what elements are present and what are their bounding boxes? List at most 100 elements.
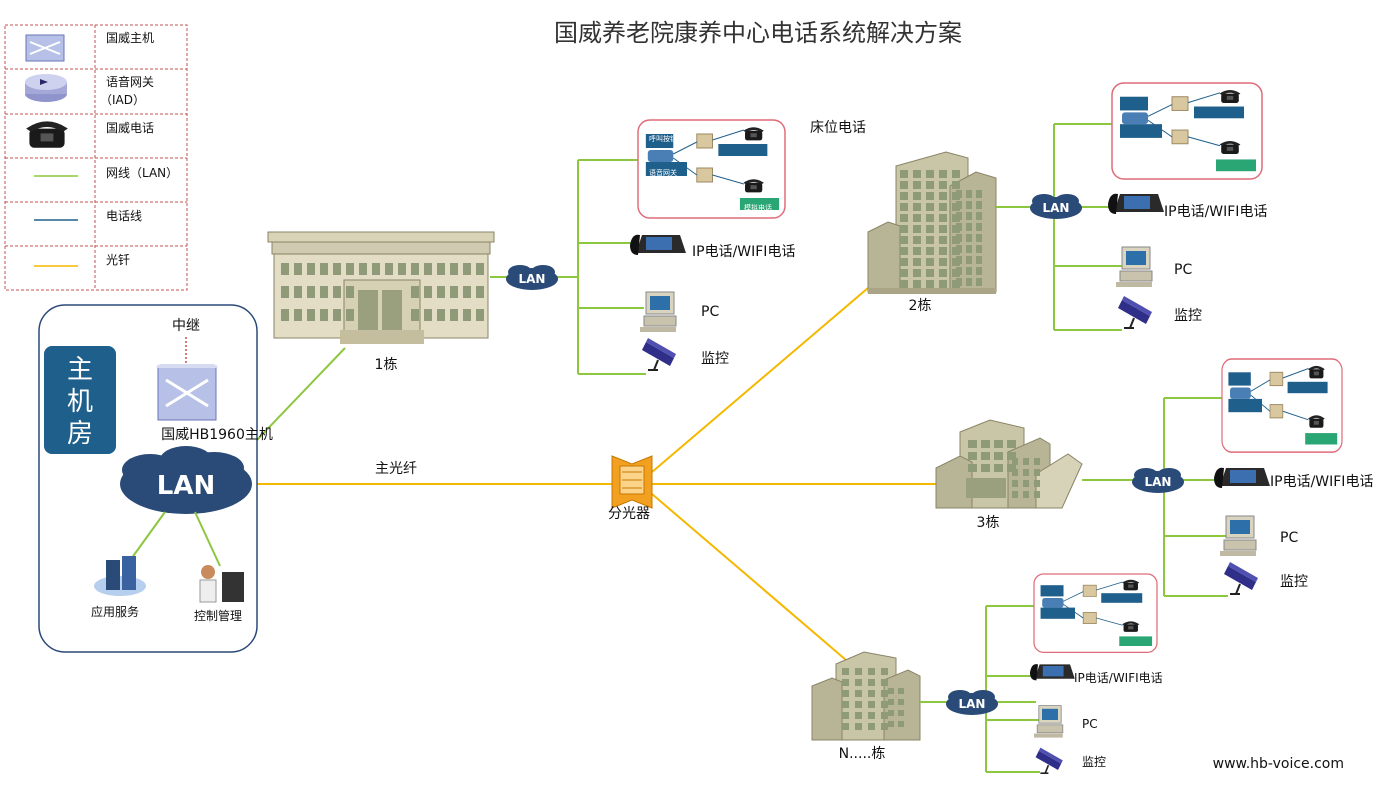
app-server-label: 应用服务 <box>91 604 139 619</box>
bed-panel-analog-label: 模拟电话 <box>744 203 772 212</box>
badge-char-2: 机 <box>67 387 93 417</box>
control-station-icon <box>199 565 244 603</box>
building-window <box>450 263 458 275</box>
building-window <box>966 234 972 242</box>
building-window <box>926 258 934 266</box>
building-window <box>976 245 982 253</box>
building-window <box>1012 480 1018 487</box>
building-window <box>888 688 894 694</box>
building-window <box>898 721 904 727</box>
building-window <box>333 309 341 321</box>
building-window <box>842 712 849 719</box>
building-1-ip-phone-label: IP电话/WIFI电话 <box>692 244 795 260</box>
building-window <box>939 192 947 200</box>
building-window <box>939 225 947 233</box>
building-window <box>994 464 1003 472</box>
building-window <box>888 699 894 705</box>
building-window <box>966 267 972 275</box>
building-window <box>900 247 908 255</box>
host-label: 国威HB1960主机 <box>161 427 273 443</box>
legend: 国威主机 语音网关 （IAD） 国威电话 网线（LAN） 电话线 光钎 <box>4 24 188 291</box>
building-1-network: LAN 床位电话 IP电话/WIFI电话 PC 监控 <box>490 120 866 375</box>
building-window <box>424 263 432 275</box>
control-label: 控制管理 <box>194 608 242 623</box>
building-window <box>424 286 432 298</box>
building-window <box>855 690 862 697</box>
building-n-camera-icon <box>1034 746 1064 775</box>
building-3-lan-label: LAN <box>1145 475 1172 489</box>
building-window <box>966 212 972 220</box>
building-window <box>881 679 888 686</box>
building-window <box>900 269 908 277</box>
building-window <box>952 181 960 189</box>
building-window <box>968 452 977 460</box>
building-window <box>333 286 341 298</box>
legend-label-gateway-iad: （IAD） <box>100 93 145 107</box>
building-window <box>868 712 875 719</box>
building-window <box>868 690 875 697</box>
building-window <box>888 710 894 716</box>
building-window <box>294 286 302 298</box>
building-n-lan-label: LAN <box>959 697 986 711</box>
building-window <box>346 286 354 298</box>
building-window <box>320 309 328 321</box>
building-window <box>913 236 921 244</box>
building-window <box>966 201 972 209</box>
fiber-lines <box>254 287 936 661</box>
bed-panel-gateway-label: 语音网关 <box>649 168 677 177</box>
building-3-name: 3栋 <box>977 514 1000 531</box>
building-window <box>900 170 908 178</box>
voice-gateway-icon <box>25 74 67 102</box>
building-window <box>966 256 972 264</box>
building-2-ip-phone-icon <box>1108 193 1164 214</box>
building-window <box>968 440 977 448</box>
relay-label: 中继 <box>172 318 200 334</box>
building-window <box>939 269 947 277</box>
building-window <box>994 452 1003 460</box>
splitter-icon <box>611 455 653 509</box>
building-window <box>956 190 962 198</box>
building-window <box>994 440 1003 448</box>
building-window <box>881 690 888 697</box>
building-1-camera-icon <box>641 337 677 371</box>
building-3-monitor-label: 监控 <box>1280 574 1308 590</box>
building-window <box>294 263 302 275</box>
building-window <box>976 190 982 198</box>
building-2-lan-label: LAN <box>1043 201 1070 215</box>
building-window <box>900 280 908 288</box>
building-window <box>926 203 934 211</box>
building-window <box>913 258 921 266</box>
building-window <box>952 170 960 178</box>
building-window <box>956 223 962 231</box>
building-2-lan-cloud: LAN <box>1030 194 1082 219</box>
building-window <box>926 236 934 244</box>
building-1-monitor-label: 监控 <box>701 351 729 367</box>
building-window <box>868 679 875 686</box>
building-window <box>411 309 419 321</box>
building-1-lan-label: LAN <box>519 272 546 286</box>
building-window <box>868 701 875 708</box>
app-server-icon <box>94 556 146 596</box>
building-window <box>1023 458 1029 465</box>
building-window <box>926 269 934 277</box>
building-window <box>463 309 471 321</box>
building-window <box>926 170 934 178</box>
building-window <box>898 699 904 705</box>
building-window <box>939 280 947 288</box>
building-window <box>476 263 484 275</box>
building-window <box>976 201 982 209</box>
building-window <box>913 214 921 222</box>
badge-char-1: 主 <box>67 355 93 385</box>
building-window <box>437 263 445 275</box>
building-3-windows <box>968 440 1040 498</box>
legend-label-gateway: 语音网关 <box>106 74 154 89</box>
building-window <box>939 203 947 211</box>
building-window <box>463 286 471 298</box>
building-window <box>913 225 921 233</box>
website-url: www.hb-voice.com <box>1213 756 1344 772</box>
building-window <box>981 440 990 448</box>
building-window <box>939 247 947 255</box>
building-window <box>307 309 315 321</box>
building-window <box>981 464 990 472</box>
building-1-name: 1栋 <box>375 356 398 373</box>
